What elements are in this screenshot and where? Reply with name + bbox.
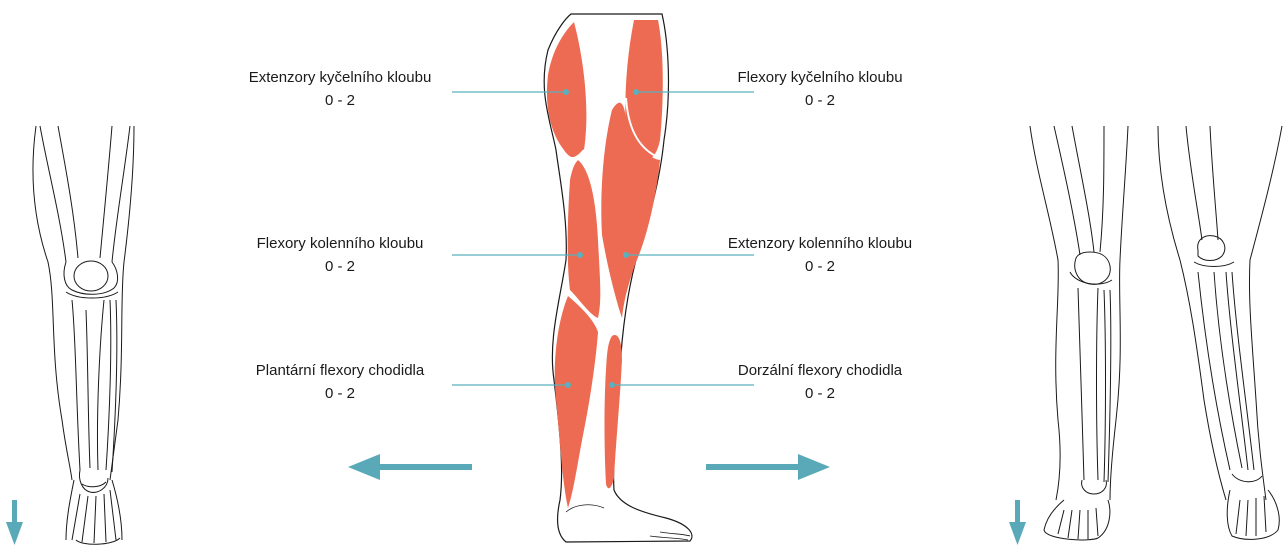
dorsal-flexors-label: Dorzální flexory chodidla 0 - 2 xyxy=(690,359,950,405)
left-skeleton xyxy=(33,126,134,544)
hip-flexors-label: Flexory kyčelního kloubu 0 - 2 xyxy=(690,66,950,112)
arrow-left-icon xyxy=(348,454,472,480)
plantar-flexors-label: Plantární flexory chodidla 0 - 2 xyxy=(210,359,470,405)
arrow-down-icon xyxy=(6,500,23,545)
right-skeleton-front xyxy=(1030,126,1128,540)
right-skeleton-side xyxy=(1158,126,1282,539)
hip-extensors-label: Extenzory kyčelního kloubu 0 - 2 xyxy=(210,66,470,112)
hip-extensors-range: 0 - 2 xyxy=(210,89,470,112)
hip-flexors-name: Flexory kyčelního kloubu xyxy=(690,66,950,89)
knee-flexors-range: 0 - 2 xyxy=(210,255,470,278)
plantar-flexors-name: Plantární flexory chodidla xyxy=(210,359,470,382)
plantar-flexors-range: 0 - 2 xyxy=(210,382,470,405)
knee-flexors-name: Flexory kolenního kloubu xyxy=(210,232,470,255)
dorsal-flexors-range: 0 - 2 xyxy=(690,382,950,405)
dorsal-flexors-name: Dorzální flexory chodidla xyxy=(690,359,950,382)
hip-flexors-range: 0 - 2 xyxy=(690,89,950,112)
knee-extensors-name: Extenzory kolenního kloubu xyxy=(690,232,950,255)
knee-flexors-label: Flexory kolenního kloubu 0 - 2 xyxy=(210,232,470,278)
dorsal-flexors-muscle xyxy=(605,335,623,488)
arrow-down-icon xyxy=(1009,500,1026,545)
knee-extensors-range: 0 - 2 xyxy=(690,255,950,278)
knee-extensors-label: Extenzory kolenního kloubu 0 - 2 xyxy=(690,232,950,278)
hip-extensors-name: Extenzory kyčelního kloubu xyxy=(210,66,470,89)
arrow-right-icon xyxy=(706,454,830,480)
